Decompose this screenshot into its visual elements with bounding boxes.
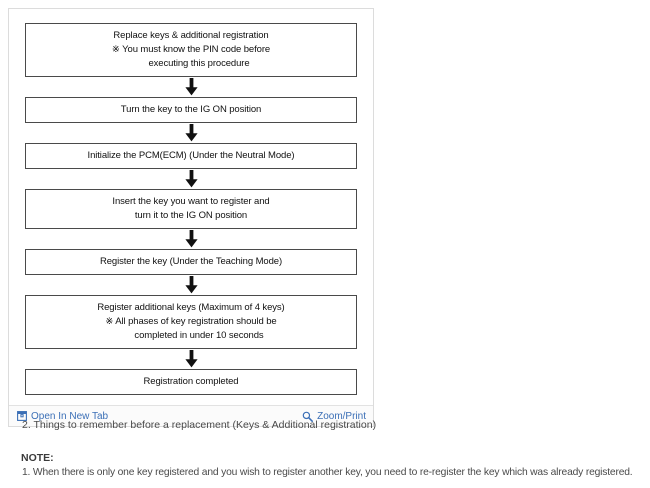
flow-node-line: Registration completed — [143, 376, 239, 387]
key-registration-flowchart: Replace keys & additional registration ※… — [9, 9, 373, 405]
magnifier-icon — [302, 411, 314, 422]
zoom-print-label: Zoom/Print — [317, 410, 366, 422]
flow-arrow-down-icon — [25, 123, 357, 143]
flow-node-initialize-pcm: Initialize the PCM(ECM) (Under the Neutr… — [25, 143, 357, 169]
flow-node-replace-keys: Replace keys & additional registration ※… — [25, 23, 357, 77]
flow-node-insert-key: Insert the key you want to register and … — [25, 189, 357, 229]
flow-arrow-down-icon — [25, 77, 357, 97]
flow-node-line: executing this procedure — [148, 58, 250, 69]
flow-node-line: Insert the key you want to register and — [112, 196, 270, 207]
flow-arrow-down-icon — [25, 349, 357, 369]
open-in-new-tab-button[interactable]: Open In New Tab — [16, 411, 108, 422]
flow-node-line: Turn the key to the IG ON position — [120, 104, 262, 115]
flow-node-line: ※ You must know the PIN code before — [111, 44, 271, 55]
document-body: 2. Things to remember before a replaceme… — [0, 418, 650, 480]
flow-node-turn-key-ig-on: Turn the key to the IG ON position — [25, 97, 357, 123]
flow-node-line: Initialize the PCM(ECM) (Under the Neutr… — [87, 150, 295, 161]
flow-node-line: ※ All phases of key registration should … — [105, 316, 277, 327]
open-in-new-tab-icon — [16, 411, 27, 422]
flow-arrow-down-icon — [25, 275, 357, 295]
section-heading: 2. Things to remember before a replaceme… — [22, 419, 377, 431]
viewer-toolbar: Open In New Tab Zoom/Print — [9, 405, 373, 426]
flow-node-line: Register the key (Under the Teaching Mod… — [99, 256, 283, 267]
flow-node-line: Replace keys & additional registration — [113, 30, 269, 41]
note-item: 1. When there is only one key registered… — [22, 467, 633, 478]
flow-arrow-down-icon — [25, 169, 357, 189]
flow-node-register-key: Register the key (Under the Teaching Mod… — [25, 249, 357, 275]
flow-arrow-down-icon — [25, 229, 357, 249]
flow-node-line: Register additional keys (Maximum of 4 k… — [97, 302, 285, 313]
flow-node-line: turn it to the IG ON position — [134, 210, 248, 221]
open-in-new-tab-label: Open In New Tab — [31, 410, 109, 422]
flow-node-line: completed in under 10 seconds — [134, 330, 264, 341]
flow-node-register-additional-keys: Register additional keys (Maximum of 4 k… — [25, 295, 357, 349]
zoom-print-button[interactable]: Zoom/Print — [302, 411, 366, 422]
flow-node-registration-completed: Registration completed — [25, 369, 357, 395]
note-label: NOTE: — [21, 452, 54, 464]
image-viewer: Replace keys & additional registration ※… — [8, 8, 374, 427]
